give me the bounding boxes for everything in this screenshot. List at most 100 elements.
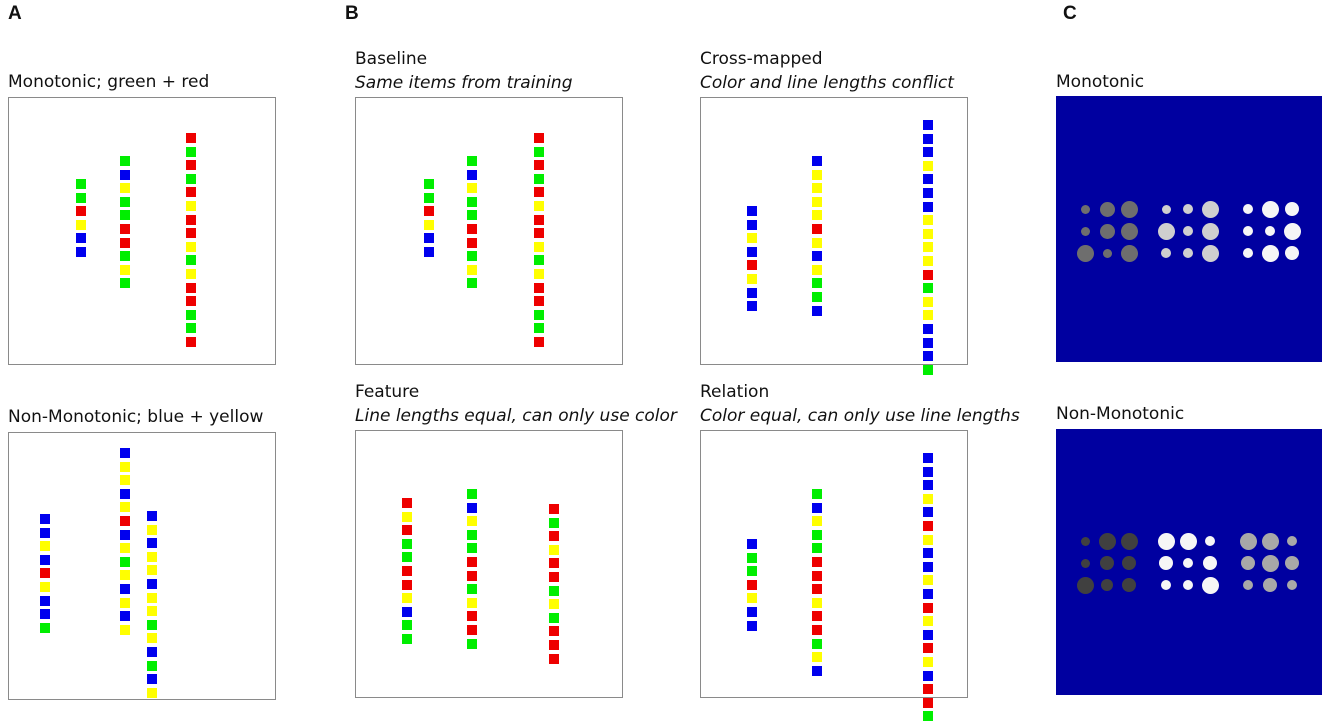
blue-square	[812, 502, 822, 513]
yellow-square	[923, 228, 933, 239]
dot-cell	[1259, 220, 1281, 242]
dot-cell	[1118, 242, 1140, 264]
yellow-square	[147, 565, 157, 576]
yellow-square	[186, 241, 196, 252]
red-square	[186, 282, 196, 293]
blue-square	[40, 527, 50, 538]
blue-square	[923, 466, 933, 477]
dot	[1239, 532, 1257, 550]
dot-cell	[1096, 198, 1118, 220]
caption-text: Monotonic	[1056, 72, 1145, 92]
red-square	[534, 336, 544, 347]
dot	[1157, 532, 1175, 550]
dot	[1261, 554, 1279, 572]
blue-square	[120, 611, 130, 622]
yellow-square	[812, 652, 822, 663]
yellow-square	[120, 543, 130, 554]
dot	[1100, 556, 1114, 570]
dot-cell	[1199, 552, 1221, 574]
green-square	[534, 323, 544, 334]
dot-cell	[1199, 220, 1221, 242]
stack-column	[812, 156, 822, 319]
red-square	[549, 558, 559, 569]
stack-column	[120, 448, 130, 638]
green-square	[186, 146, 196, 157]
blue-square	[923, 629, 933, 640]
stack-column	[923, 453, 933, 725]
dot-cell	[1155, 220, 1177, 242]
dot-cell	[1096, 530, 1118, 552]
dot-cell	[1237, 552, 1259, 574]
yellow-square	[747, 273, 757, 284]
green-square	[467, 529, 477, 540]
dot	[1099, 201, 1115, 217]
blue-square	[40, 609, 50, 620]
dot-cell	[1118, 220, 1140, 242]
blue-square	[76, 233, 86, 244]
yellow-square	[147, 524, 157, 535]
red-square	[186, 228, 196, 239]
red-square	[467, 624, 477, 635]
green-square	[923, 283, 933, 294]
red-square	[812, 570, 822, 581]
dot-cell	[1155, 574, 1177, 596]
dot-cell	[1281, 574, 1303, 596]
green-square	[923, 711, 933, 722]
yellow-square	[402, 511, 412, 522]
blue-square	[76, 246, 86, 257]
dot-cell	[1237, 220, 1259, 242]
dot	[1157, 222, 1175, 240]
stack-column	[467, 156, 477, 292]
yellow-square	[923, 255, 933, 266]
yellow-square	[812, 210, 822, 221]
blue-square	[923, 670, 933, 681]
yellow-square	[120, 502, 130, 513]
blue-square	[812, 251, 822, 262]
red-square	[402, 498, 412, 508]
blue-square	[120, 169, 130, 180]
dot	[1159, 556, 1173, 570]
yellow-square	[923, 296, 933, 307]
yellow-square	[40, 541, 50, 552]
dot-cell	[1118, 574, 1140, 596]
green-square	[467, 584, 477, 595]
blue-square	[747, 219, 757, 230]
dot	[1287, 580, 1297, 590]
yellow-square	[812, 183, 822, 194]
yellow-square	[186, 200, 196, 211]
yellow-square	[923, 575, 933, 586]
yellow-square	[534, 241, 544, 252]
stack-column	[534, 133, 544, 351]
red-square	[812, 624, 822, 635]
yellow-square	[923, 242, 933, 253]
stack-column	[747, 539, 757, 634]
dot-cell	[1237, 242, 1259, 264]
stack-column	[923, 120, 933, 378]
dot	[1120, 244, 1138, 262]
stack-column	[424, 179, 434, 261]
blue-square	[120, 488, 130, 499]
red-square	[402, 579, 412, 590]
green-square	[534, 146, 544, 157]
blue-square	[923, 453, 933, 463]
dot-group	[1237, 530, 1303, 596]
red-square	[534, 214, 544, 225]
green-square	[186, 309, 196, 320]
stack-column	[402, 498, 412, 648]
red-square	[534, 296, 544, 307]
blue-square	[923, 174, 933, 185]
yellow-square	[812, 169, 822, 180]
green-square	[147, 619, 157, 630]
dot	[1243, 580, 1253, 590]
caption-monotonic-green-red: Monotonic; green + red	[8, 70, 209, 94]
dot	[1243, 226, 1253, 236]
caption-title: Cross-mapped	[700, 49, 823, 69]
green-square	[467, 196, 477, 207]
blue-square	[147, 538, 157, 549]
dot-group	[1155, 198, 1221, 264]
yellow-square	[534, 268, 544, 279]
dot	[1183, 226, 1193, 236]
dot	[1201, 244, 1219, 262]
red-square	[923, 520, 933, 531]
dot-cell	[1096, 242, 1118, 264]
